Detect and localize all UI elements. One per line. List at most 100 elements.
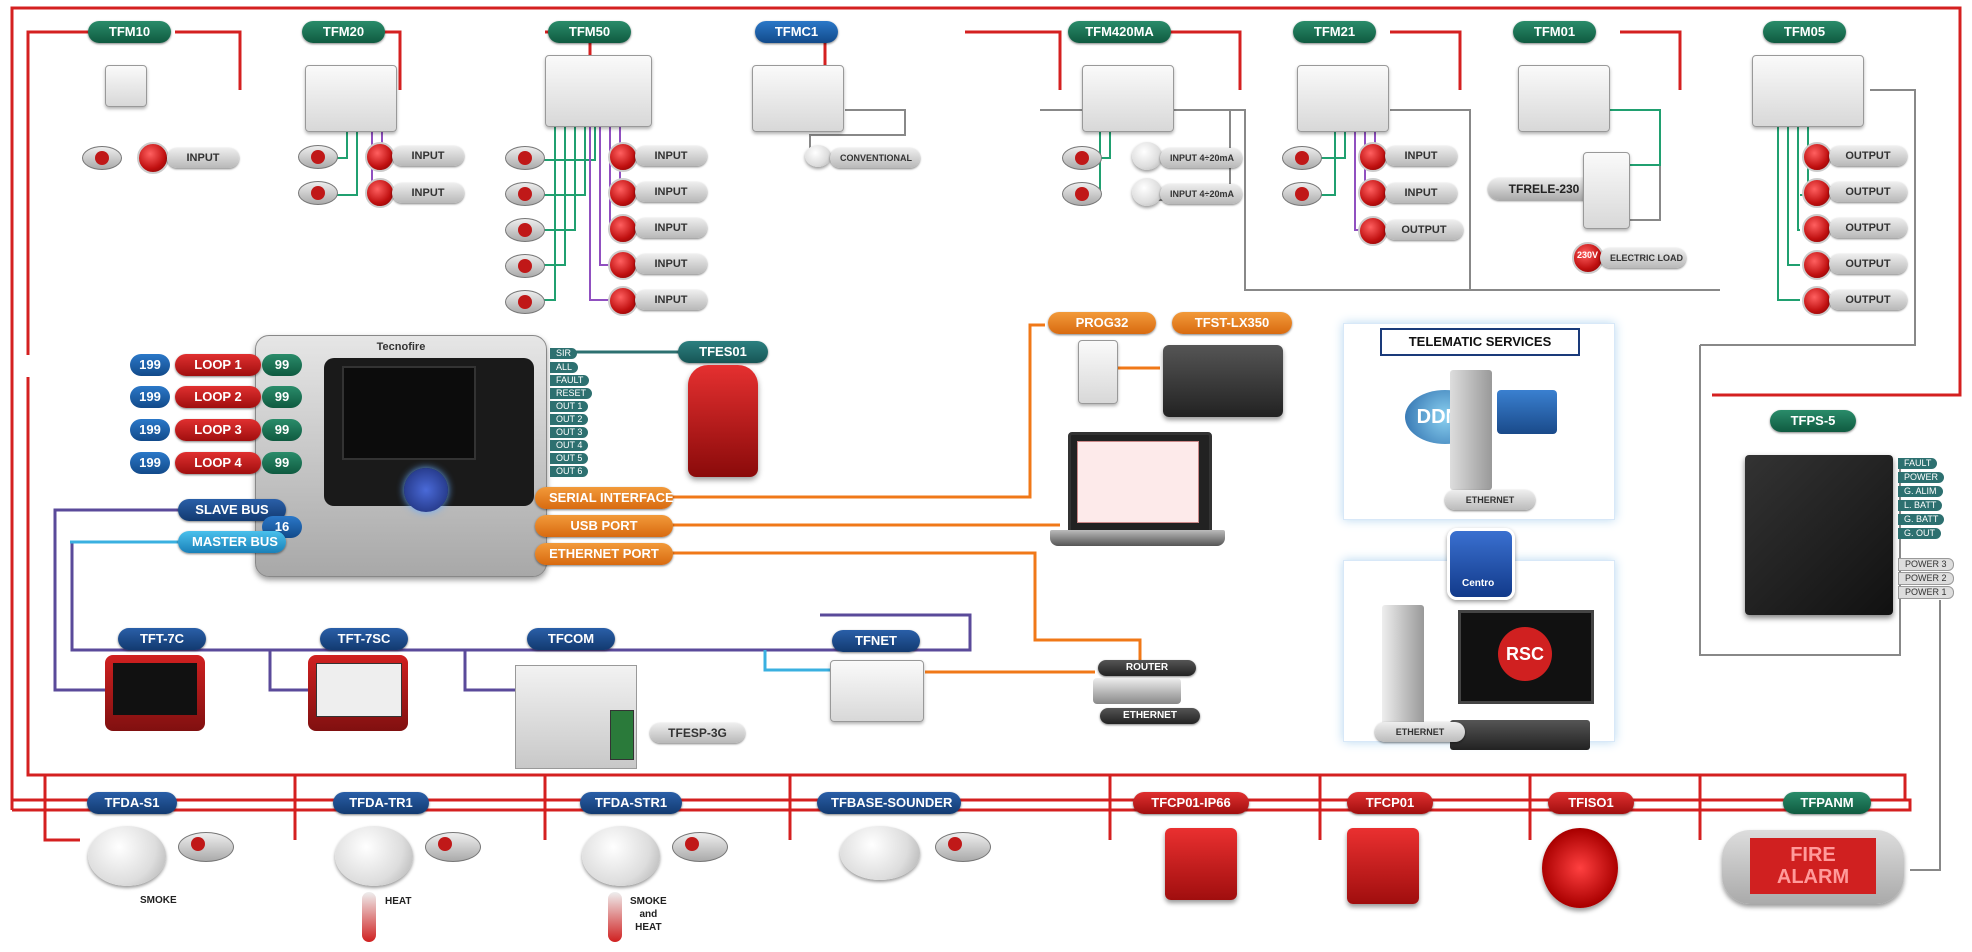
loop-wires xyxy=(10,6,1962,842)
module-tfm420ma xyxy=(1082,65,1174,132)
detector-icon xyxy=(1282,182,1322,206)
router-ethernet: ETHERNET xyxy=(1100,708,1200,724)
tfps-out: L. BATT xyxy=(1898,500,1943,511)
io-label: OUTPUT xyxy=(1829,254,1907,274)
detector-icon xyxy=(178,832,234,862)
tfps-out: G. OUT xyxy=(1898,528,1941,539)
ethernet-port-tag: ETHERNET PORT xyxy=(535,543,673,565)
serial-interface-tag: SERIAL INTERFACE xyxy=(535,487,674,509)
tft7c-screen xyxy=(113,663,197,715)
module-tfm10 xyxy=(105,65,147,107)
panel-out-1: OUT 1 xyxy=(550,401,589,412)
module-tfm20 xyxy=(305,65,397,132)
module-tag-tfm420ma: TFM420MA xyxy=(1068,21,1171,43)
io-label: OUTPUT xyxy=(1829,146,1907,166)
loop3-count-left: 199 xyxy=(130,419,170,441)
caption-smoke: SMOKE xyxy=(140,895,177,906)
sounder-icon xyxy=(1802,142,1832,172)
detector-icon xyxy=(1282,146,1322,170)
smoke-detector xyxy=(88,826,166,886)
detector-icon xyxy=(1062,182,1102,206)
thermometer-icon xyxy=(608,892,622,942)
detector-icon xyxy=(505,182,545,206)
module-tag-tfm01: TFM01 xyxy=(1513,21,1596,43)
heat-detector xyxy=(335,826,413,886)
base-sounder xyxy=(840,826,920,880)
input-button-icon xyxy=(608,214,638,244)
fire-alarm-sign: FIRE ALARM xyxy=(1750,838,1876,894)
tfps-out: G. ALIM xyxy=(1898,486,1943,497)
tfcp01-ip66-tag: TFCP01-IP66 xyxy=(1133,792,1249,814)
module-tag-tfm50: TFM50 xyxy=(548,21,631,43)
tft7c-tag: TFT-7C xyxy=(118,628,206,650)
v230-label: 230V xyxy=(1577,250,1599,260)
tfps5-device xyxy=(1745,455,1893,615)
loop1-tag: LOOP 1 xyxy=(175,354,261,376)
detector-icon xyxy=(298,145,338,169)
module-tfmc1 xyxy=(752,65,844,132)
loop1-count-right: 99 xyxy=(262,354,302,376)
io-label: INPUT xyxy=(167,148,239,168)
electric-load-label: ELECTRIC LOAD xyxy=(1600,248,1686,268)
tfesp-tag: TFESP-3G xyxy=(650,723,745,743)
loop2-tag: LOOP 2 xyxy=(175,386,261,408)
panel-out-reset: RESET xyxy=(550,388,593,399)
fire-alarm-panel: FIRE ALARM xyxy=(1722,830,1904,904)
tfbase-sounder-tag: TFBASE-SOUNDER xyxy=(817,792,961,814)
tfnet-tag: TFNET xyxy=(832,630,920,652)
tfps-out: G. BATT xyxy=(1898,514,1945,525)
tft7sc-screen xyxy=(316,663,402,717)
module-tfm21 xyxy=(1297,65,1389,132)
tfps5-tag: TFPS-5 xyxy=(1770,410,1856,432)
detector-icon xyxy=(672,832,728,862)
sounder-icon xyxy=(1802,286,1832,316)
loop4-count-right: 99 xyxy=(262,452,302,474)
module-tag-tfm21: TFM21 xyxy=(1293,21,1376,43)
module-tfm05 xyxy=(1752,55,1864,127)
tfps-power: POWER 1 xyxy=(1898,586,1954,599)
tft7sc-device xyxy=(308,655,408,731)
panel-out-5: OUT 5 xyxy=(550,453,589,464)
loop3-count-right: 99 xyxy=(262,419,302,441)
sounder-icon xyxy=(1802,250,1832,280)
input-button-icon xyxy=(365,178,395,208)
panel-out-all: ALL xyxy=(550,362,579,373)
caption-smoke-heat: SMOKE and HEAT xyxy=(630,896,667,933)
io-label: OUTPUT xyxy=(1829,290,1907,310)
io-label: INPUT xyxy=(635,146,707,166)
manual-call-point xyxy=(1347,828,1419,904)
input-button-icon xyxy=(1358,142,1388,172)
isolator-sounder xyxy=(1542,828,1618,908)
tfps-out: POWER xyxy=(1898,472,1945,483)
panel-out-6: OUT 6 xyxy=(550,466,589,477)
loop4-count-left: 199 xyxy=(130,452,170,474)
keyboard-icon xyxy=(1450,720,1590,750)
tfst-tag: TFST-LX350 xyxy=(1172,312,1292,334)
tfes01-device xyxy=(688,365,758,477)
module-tfm50 xyxy=(545,55,652,127)
tfrele-label: TFRELE-230 xyxy=(1488,178,1600,200)
printer-device xyxy=(1163,345,1283,417)
centro-monitor: RSC xyxy=(1458,610,1594,704)
tft7c-device xyxy=(105,655,205,731)
panel-out-4: OUT 4 xyxy=(550,440,589,451)
usb-port-tag: USB PORT xyxy=(535,515,673,537)
tfiso1-tag: TFISO1 xyxy=(1548,792,1634,814)
manual-call-point-ip66 xyxy=(1165,828,1237,900)
input-button-icon xyxy=(1358,178,1388,208)
tfcom-tag: TFCOM xyxy=(527,628,615,650)
server-icon xyxy=(1450,370,1492,490)
panel-face xyxy=(324,358,534,512)
master-bus-tag: MASTER BUS xyxy=(178,531,286,553)
tfpanm-tag: TFPANM xyxy=(1783,792,1871,814)
panel-out-3: OUT 3 xyxy=(550,427,589,438)
detector-icon xyxy=(82,146,122,170)
io-label: INPUT xyxy=(1385,183,1457,203)
mail-icon xyxy=(1497,390,1557,434)
tfda-str1-tag: TFDA-STR1 xyxy=(580,792,682,814)
panel-out-2: OUT 2 xyxy=(550,414,589,425)
io-label: INPUT xyxy=(392,146,464,166)
sounder-icon xyxy=(1358,216,1388,246)
module-tag-tfmc1: TFMC1 xyxy=(755,21,838,43)
